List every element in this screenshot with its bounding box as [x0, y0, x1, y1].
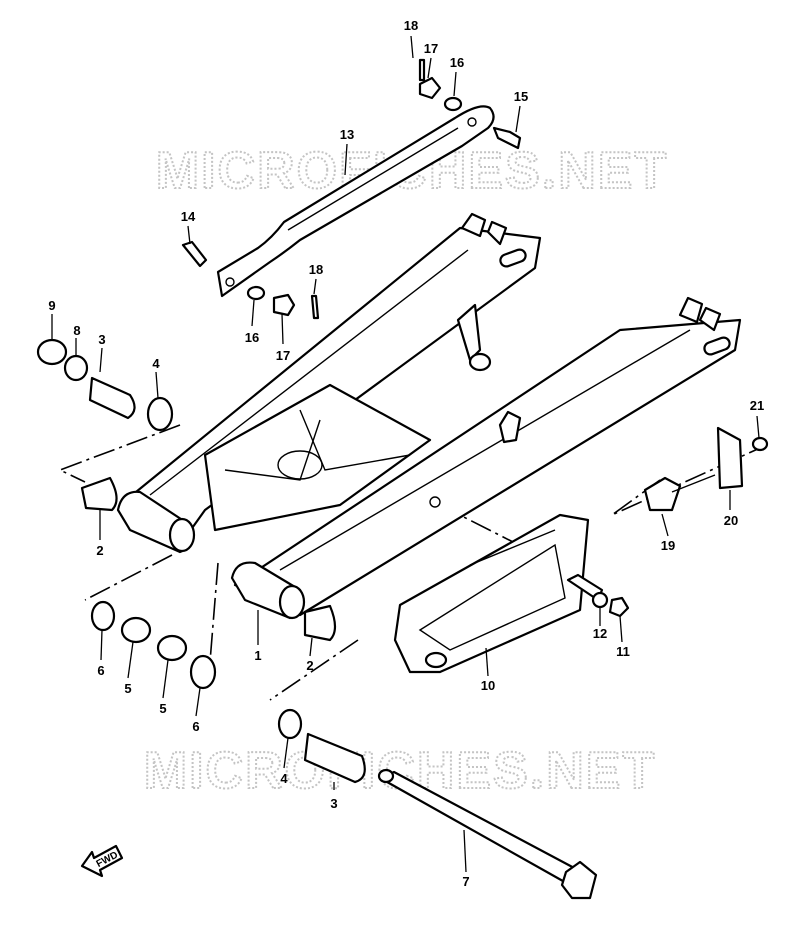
pivot-shaft — [377, 768, 598, 900]
alignment-lines — [57, 424, 761, 701]
callout-11: 11 — [616, 644, 630, 659]
callout-5-left: 5 — [124, 681, 131, 696]
callout-20: 20 — [724, 513, 738, 528]
callout-5-right: 5 — [159, 701, 166, 716]
callout-16-mid: 16 — [245, 330, 259, 345]
callout-6-right: 6 — [192, 719, 199, 734]
callout-16-top: 16 — [450, 55, 464, 70]
fwd-arrow-icon: FWD — [80, 844, 124, 878]
watermark-bottom: MICROFICHES.NET — [144, 742, 656, 800]
callout-6-left: 6 — [97, 663, 104, 678]
torque-rod — [216, 105, 495, 298]
callout-8: 8 — [73, 323, 80, 338]
callouts: 18 17 16 15 13 14 18 16 17 9 8 3 4 2 1 2… — [48, 18, 764, 889]
callout-17-mid: 17 — [276, 348, 290, 363]
callout-12: 12 — [593, 626, 607, 641]
callout-3-top: 3 — [98, 332, 105, 347]
callout-18-top: 18 — [404, 18, 418, 33]
callout-3-bottom: 3 — [330, 796, 337, 811]
callout-4-bottom: 4 — [280, 771, 288, 786]
callout-21: 21 — [750, 398, 764, 413]
callout-7: 7 — [462, 874, 469, 889]
callout-1: 1 — [254, 648, 261, 663]
pivot-bosses — [116, 490, 306, 620]
callout-10: 10 — [481, 678, 495, 693]
chain-case — [393, 496, 590, 674]
callout-4-top: 4 — [152, 356, 160, 371]
callout-2-left: 2 — [96, 543, 103, 558]
callout-17-top: 17 — [424, 41, 438, 56]
swingarm-cross-member — [203, 383, 432, 532]
hardware — [181, 58, 769, 618]
callout-9: 9 — [48, 298, 55, 313]
callout-19: 19 — [661, 538, 675, 553]
bushings — [36, 338, 366, 784]
callout-18-mid: 18 — [309, 262, 323, 277]
callout-13: 13 — [340, 127, 354, 142]
callout-15: 15 — [514, 89, 528, 104]
leader-lines — [51, 35, 760, 873]
callout-14: 14 — [181, 209, 196, 224]
callout-2-right: 2 — [306, 658, 313, 673]
